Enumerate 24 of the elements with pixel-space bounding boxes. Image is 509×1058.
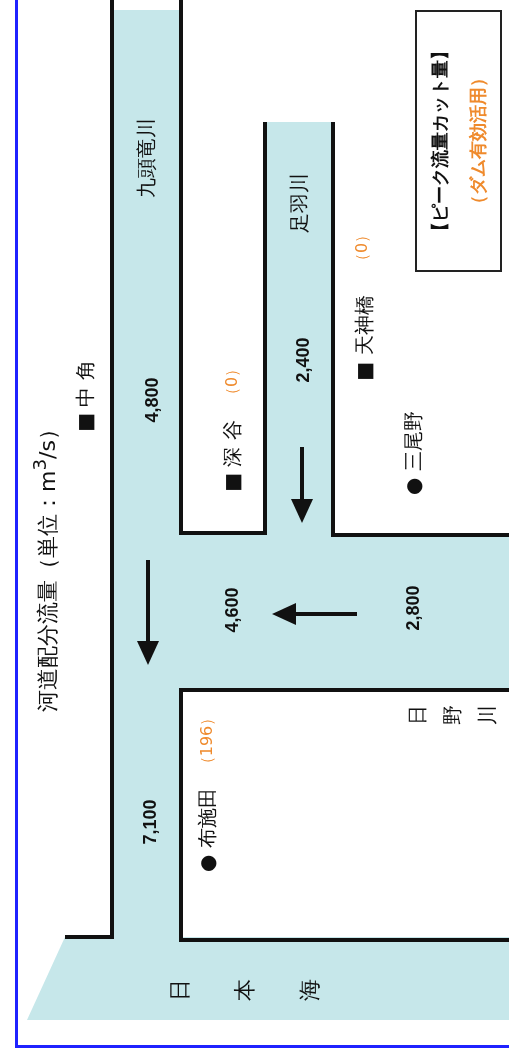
cut-amount: （196） — [196, 709, 217, 773]
river-name: 九頭竜川 — [132, 118, 159, 198]
station-name: ■ 深 谷 — [218, 420, 245, 492]
note-box — [415, 10, 502, 272]
note-heading: 【ピーク流量カット量】 — [427, 42, 451, 240]
note-subheading: （ダム有効活用） — [465, 69, 489, 213]
flow-value: 4,800 — [141, 377, 163, 423]
river-name: 足羽川 — [285, 173, 312, 233]
river-band — [265, 122, 333, 535]
station-name: ■ 中 角 — [71, 360, 98, 432]
sea-area — [27, 937, 509, 1020]
river-name: 日野川 — [403, 705, 500, 725]
cut-amount: （0） — [221, 360, 242, 404]
flow-value: 2,800 — [402, 585, 424, 631]
station-name: ● 布施田 — [193, 788, 220, 872]
flow-value: 2,400 — [292, 337, 314, 383]
sea-name: 日本海 — [165, 979, 323, 1001]
station-name: ■ 天神橋 — [350, 295, 377, 381]
river-band — [181, 535, 509, 690]
flow-value: 4,600 — [221, 587, 243, 633]
cut-amount: （0） — [351, 226, 372, 270]
station-name: ● 三尾野 — [399, 411, 426, 495]
river-band — [112, 10, 181, 937]
flow-value: 7,100 — [139, 799, 161, 845]
